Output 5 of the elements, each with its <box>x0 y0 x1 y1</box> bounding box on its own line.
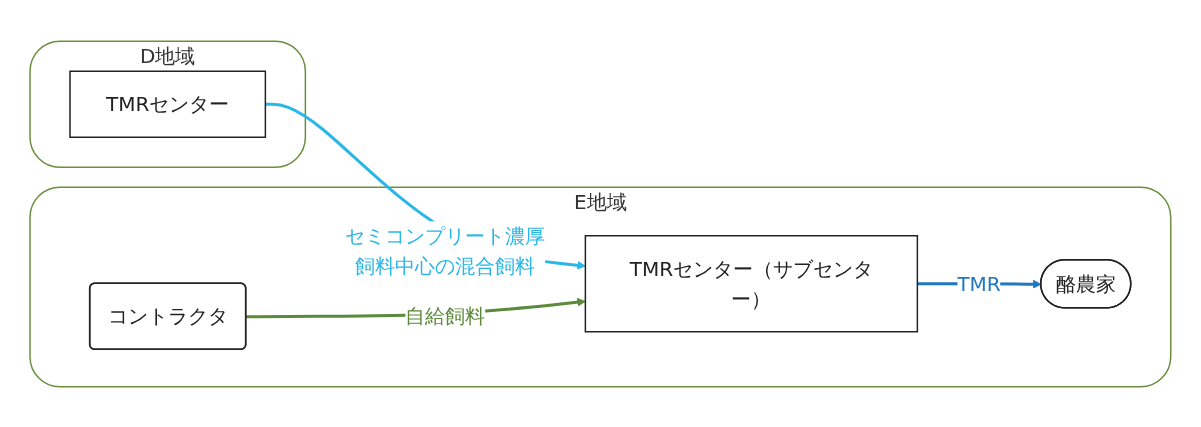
edge-label: TMR <box>957 271 1001 296</box>
edge-label: 自給飼料 <box>405 303 486 328</box>
node-box: TMRセンター（サブセンター） <box>584 234 919 332</box>
edge-label: セミコンプリート濃厚飼料中心の混合飼料 <box>345 223 546 278</box>
node-box: TMRセンター <box>69 70 267 138</box>
